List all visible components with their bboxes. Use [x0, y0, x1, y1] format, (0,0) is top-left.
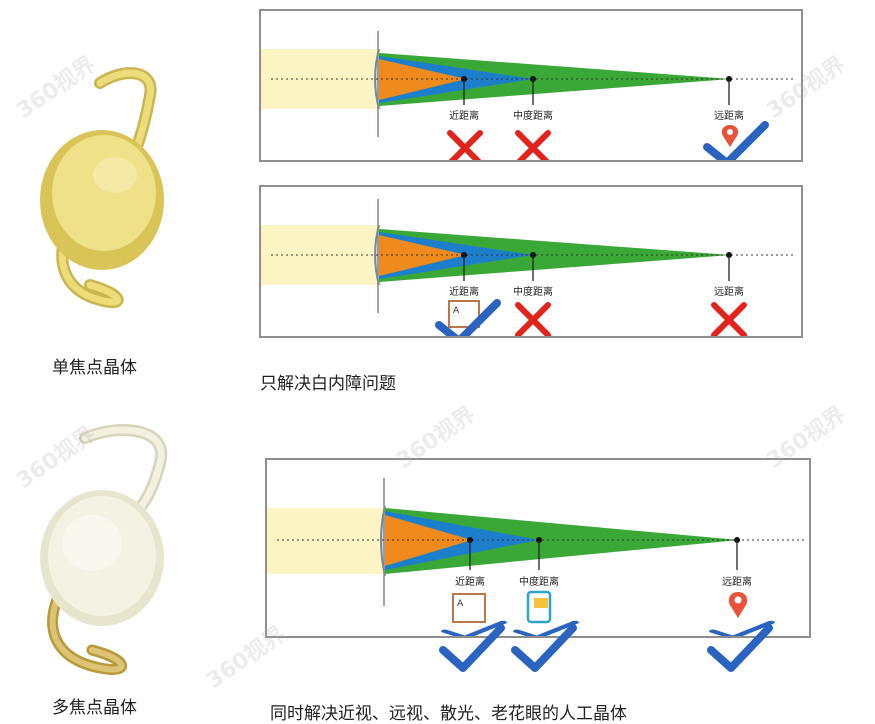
near-distance-label: 近距离	[449, 283, 479, 298]
check-icon	[701, 119, 771, 162]
middle-distance-label: 中度距离	[519, 573, 559, 588]
focus-diagram-panel-3: 近距离 中度距离 远距离 A	[265, 458, 811, 638]
check-icon	[433, 297, 503, 338]
middle-distance-label: 中度距离	[513, 283, 553, 298]
all-in-one-caption: 同时解决近视、远视、散光、老花眼的人工晶体	[270, 699, 627, 724]
check-icon	[437, 622, 507, 674]
multifocal-lens-label: 多焦点晶体	[52, 693, 137, 718]
cross-icon	[708, 299, 750, 338]
far-distance-label: 远距离	[722, 573, 752, 588]
watermark: 360视界	[199, 617, 291, 695]
monofocal-lens-label: 单焦点晶体	[52, 353, 137, 378]
map-pin-icon	[723, 590, 753, 624]
middle-distance-label: 中度距离	[513, 107, 553, 122]
near-distance-label: 近距离	[455, 573, 485, 588]
check-icon	[509, 622, 579, 674]
cataract-only-caption: 只解决白内障问题	[260, 369, 396, 394]
focus-diagram-panel-1: 近距离 中度距离 远距离	[259, 9, 803, 162]
cross-icon	[444, 127, 486, 162]
far-distance-label: 远距离	[714, 283, 744, 298]
near-distance-label: 近距离	[449, 107, 479, 122]
cross-icon	[512, 127, 554, 162]
focus-diagram-panel-2: 近距离 中度距离 远距离 A	[259, 185, 803, 338]
svg-text:A: A	[457, 599, 464, 609]
cross-icon	[512, 299, 554, 338]
tablet-icon	[525, 590, 555, 624]
check-icon	[705, 622, 775, 674]
